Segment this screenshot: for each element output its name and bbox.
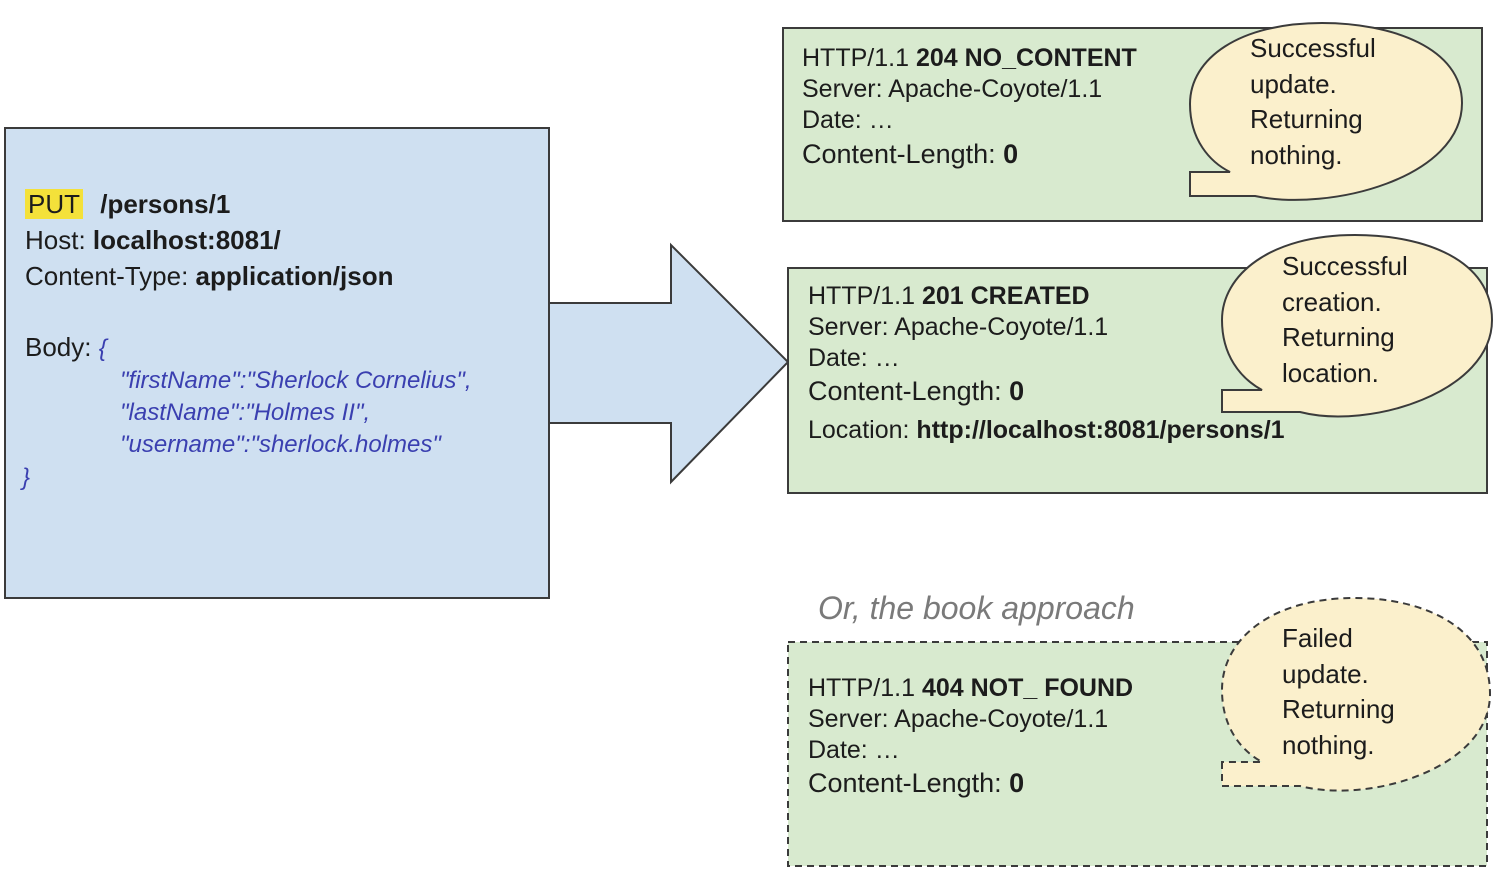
alternative-caption: Or, the book approach xyxy=(818,590,1135,626)
speech-bubble-404 xyxy=(1220,596,1492,792)
host-header: Host: localhost:8081/ xyxy=(25,225,281,256)
bubble-line: nothing. xyxy=(1250,139,1343,170)
content-length-header: Content-Length: 0 xyxy=(808,768,1024,799)
speech-bubble-204 xyxy=(1188,21,1464,201)
location-header: Location: http://localhost:8081/persons/… xyxy=(808,416,1285,445)
bubble-text-201: Successful creation. Returning location. xyxy=(1282,249,1408,391)
content-length-label: Content-Length: xyxy=(808,768,1002,798)
body-label: Body: xyxy=(25,332,92,362)
content-type-value: application/json xyxy=(195,261,394,291)
bubble-line: creation. xyxy=(1282,286,1382,317)
bubble-line: Returning xyxy=(1282,322,1395,352)
content-length-label: Content-Length: xyxy=(808,376,1002,406)
server-header: Server: Apache-Coyote/1.1 xyxy=(808,313,1109,341)
bubble-line: Successful xyxy=(1250,33,1376,63)
json-line-lastname: "lastName":"Holmes II", xyxy=(120,399,371,426)
json-line-username: "username":"sherlock.holmes" xyxy=(120,431,441,458)
status-line-404: HTTP/1.1 404 NOT_ FOUND xyxy=(808,674,1133,703)
body-open-brace: { xyxy=(98,335,107,362)
status-line-201: HTTP/1.1 201 CREATED xyxy=(808,282,1090,311)
body-line: Body: { xyxy=(25,332,107,363)
http-version: HTTP/1.1 xyxy=(808,674,915,702)
content-length-value: 0 xyxy=(1009,376,1025,406)
request-line: PUT /persons/1 xyxy=(25,189,230,220)
status-line-204: HTTP/1.1 204 NO_CONTENT xyxy=(802,44,1137,73)
bubble-line: Successful xyxy=(1282,251,1408,281)
bubble-text-404: Failed update. Returning nothing. xyxy=(1282,621,1395,763)
location-value: http://localhost:8081/persons/1 xyxy=(916,416,1285,444)
content-type-label: Content-Type: xyxy=(25,261,189,291)
bubble-line: Failed xyxy=(1282,623,1353,653)
content-length-label: Content-Length: xyxy=(802,139,996,169)
content-length-header: Content-Length: 0 xyxy=(808,376,1024,407)
body-close-brace: } xyxy=(22,464,31,491)
bubble-line: update. xyxy=(1282,658,1369,689)
status-code: 404 NOT_ FOUND xyxy=(921,674,1134,702)
content-type-header: Content-Type: application/json xyxy=(25,261,393,292)
request-path: /persons/1 xyxy=(100,189,231,219)
host-value: localhost:8081/ xyxy=(92,225,281,255)
bubble-text-204: Successful update. Returning nothing. xyxy=(1250,31,1376,173)
bubble-line: nothing. xyxy=(1282,729,1375,760)
date-header: Date: … xyxy=(808,736,900,764)
bubble-line: Returning xyxy=(1282,694,1395,724)
status-code: 204 NO_CONTENT xyxy=(915,44,1137,72)
server-header: Server: Apache-Coyote/1.1 xyxy=(802,75,1103,103)
bubble-line: update. xyxy=(1250,68,1337,99)
location-label: Location: xyxy=(808,416,910,444)
server-header: Server: Apache-Coyote/1.1 xyxy=(808,705,1109,733)
status-code: 201 CREATED xyxy=(921,282,1090,310)
http-version: HTTP/1.1 xyxy=(802,44,909,72)
json-line-firstname: "firstName":"Sherlock Cornelius", xyxy=(120,367,472,394)
request-box xyxy=(4,127,550,599)
content-length-value: 0 xyxy=(1009,768,1025,798)
host-label: Host: xyxy=(25,225,86,255)
request-arrow xyxy=(548,242,790,485)
content-length-value: 0 xyxy=(1003,139,1019,169)
date-header: Date: … xyxy=(802,106,894,134)
bubble-line: Returning xyxy=(1250,104,1363,134)
speech-bubble-201 xyxy=(1220,233,1494,418)
http-version: HTTP/1.1 xyxy=(808,282,915,310)
bubble-line: location. xyxy=(1282,357,1379,388)
content-length-header: Content-Length: 0 xyxy=(802,139,1018,170)
http-method: PUT xyxy=(25,189,83,219)
date-header: Date: … xyxy=(808,344,900,372)
